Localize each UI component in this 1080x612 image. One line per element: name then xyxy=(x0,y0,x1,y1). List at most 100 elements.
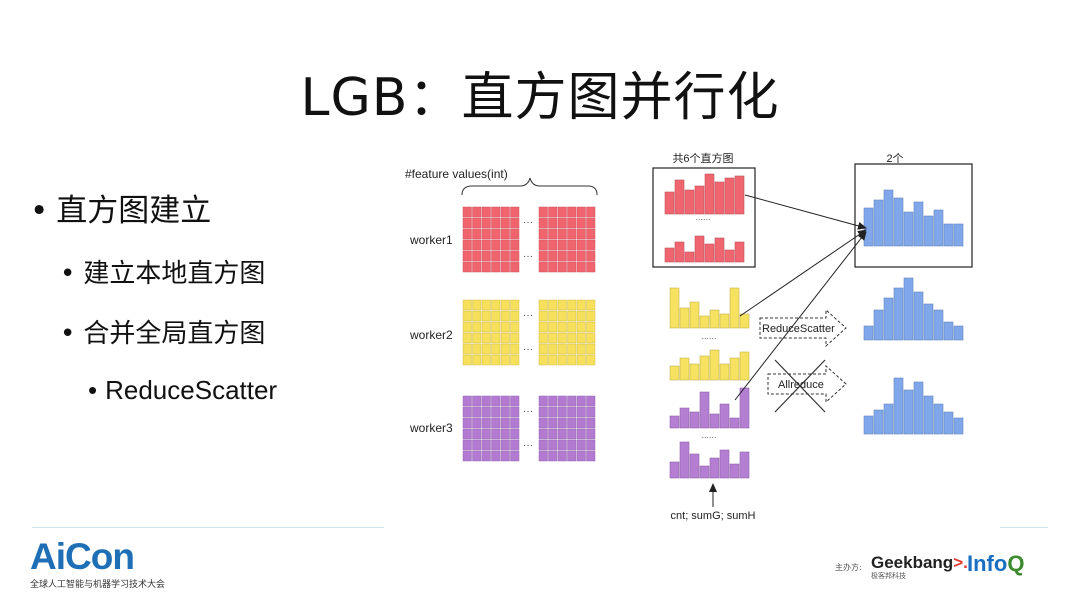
grid-cell xyxy=(500,261,510,273)
grid-cell xyxy=(472,217,482,229)
grid-cell xyxy=(491,354,501,366)
grid-cell xyxy=(510,428,520,440)
grid-cell xyxy=(557,261,567,273)
grid-cell xyxy=(472,332,482,344)
grid-cell xyxy=(481,228,491,240)
histogram xyxy=(863,377,964,435)
grid-cell xyxy=(491,439,501,451)
grid-cell xyxy=(576,321,586,333)
grid-cell xyxy=(557,343,567,355)
grid-cell xyxy=(567,206,577,218)
histogram xyxy=(669,387,750,429)
feature-brace xyxy=(461,177,598,196)
grid-cell xyxy=(576,417,586,429)
histogram-bar xyxy=(714,181,725,215)
histogram-bar xyxy=(689,453,700,479)
histogram-bar xyxy=(923,215,934,247)
grid-cell xyxy=(548,395,558,407)
grid-cell xyxy=(500,228,510,240)
grid-cell xyxy=(500,417,510,429)
worker-label: worker3 xyxy=(409,421,453,435)
grid-cell xyxy=(548,321,558,333)
grid-cell xyxy=(586,261,596,273)
grid-cell xyxy=(548,299,558,311)
grid-cell xyxy=(481,417,491,429)
worker-grid xyxy=(462,206,520,273)
histogram-bar xyxy=(704,243,715,263)
grid-cell xyxy=(576,450,586,462)
grid-cell xyxy=(500,239,510,251)
grid-cell xyxy=(481,406,491,418)
histograms xyxy=(664,173,964,479)
grid-ellipsis: ··· xyxy=(523,440,533,451)
grid-cell xyxy=(481,354,491,366)
grid-cell xyxy=(500,439,510,451)
grid-cell xyxy=(510,417,520,429)
grid-cell xyxy=(548,406,558,418)
grid-cell xyxy=(586,228,596,240)
grid-cell xyxy=(500,395,510,407)
histogram-bar xyxy=(719,449,730,479)
geekbang-logo: Geekbang>. xyxy=(871,553,968,572)
grid-cell xyxy=(567,406,577,418)
histogram-bar xyxy=(694,185,705,215)
grid-cell xyxy=(567,217,577,229)
worker-grid xyxy=(538,395,596,462)
grid-cell xyxy=(557,406,567,418)
grid-cell xyxy=(576,354,586,366)
grid-cell xyxy=(548,428,558,440)
grid-cell xyxy=(576,439,586,451)
histogram xyxy=(664,235,745,263)
grid-cell xyxy=(491,261,501,273)
histogram-bar xyxy=(883,297,894,341)
grid-cell xyxy=(510,439,520,451)
histogram-bar xyxy=(684,251,695,263)
aicon-logo: AiCon 全球人工智能与机器学习技术大会 xyxy=(30,537,166,591)
grid-cell xyxy=(462,395,472,407)
grid-cell xyxy=(586,450,596,462)
grid-cell xyxy=(462,450,472,462)
grid-cell xyxy=(481,261,491,273)
grid-cell xyxy=(576,299,586,311)
histogram-bar xyxy=(719,363,730,381)
grid-cell xyxy=(500,250,510,262)
histogram-bar xyxy=(923,395,934,435)
aicon-logo-subtitle: 全球人工智能与机器学习技术大会 xyxy=(30,580,166,590)
grid-cell xyxy=(462,239,472,251)
merge-arrow xyxy=(739,229,867,317)
grid-cell xyxy=(472,450,482,462)
grid-cell xyxy=(576,261,586,273)
grid-cell xyxy=(586,354,596,366)
histogram-bar xyxy=(883,403,894,435)
histogram-bar xyxy=(699,465,710,479)
reduce-scatter-label: ReduceScatter xyxy=(762,323,835,335)
grid-cell xyxy=(481,310,491,322)
grid-cell xyxy=(538,343,548,355)
histogram-bar xyxy=(893,287,904,341)
grid-ellipsis: ··· xyxy=(523,251,533,262)
stats-label: cnt; sumG; sumH xyxy=(671,510,756,522)
grid-cell xyxy=(548,354,558,366)
histogram-bar xyxy=(729,357,740,381)
grid-cell xyxy=(557,228,567,240)
grid-cell xyxy=(500,332,510,344)
local-histogram-box xyxy=(652,167,756,268)
grid-cell xyxy=(462,406,472,418)
grid-cell xyxy=(538,310,548,322)
bullet-level2: •合并全局直方图 xyxy=(60,319,266,349)
grid-cell xyxy=(538,395,548,407)
bullet-text: 合并全局直方图 xyxy=(83,319,266,349)
histogram-bar xyxy=(669,461,680,479)
grid-cell xyxy=(576,343,586,355)
grid-cell xyxy=(576,406,586,418)
histogram-bar xyxy=(933,309,944,341)
slide-title: LGB：直方图并行化 xyxy=(300,68,780,128)
grid-cell xyxy=(586,428,596,440)
histogram-bar xyxy=(679,357,690,381)
histogram-bar xyxy=(674,241,685,263)
grid-cell xyxy=(510,239,520,251)
bullet-level2: •建立本地直方图 xyxy=(60,259,266,289)
grid-cell xyxy=(557,310,567,322)
histogram-bar xyxy=(739,451,750,479)
